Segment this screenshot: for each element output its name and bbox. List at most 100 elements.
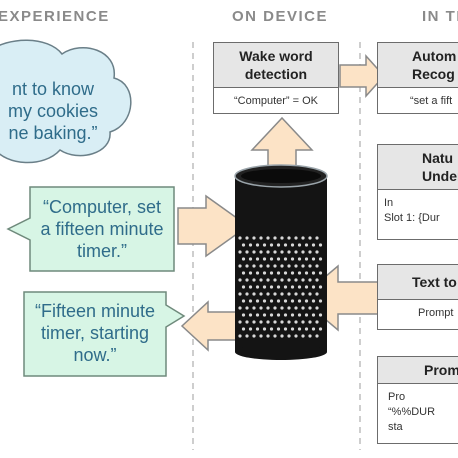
grille-dot bbox=[238, 292, 242, 296]
grille-dot bbox=[304, 271, 309, 275]
grille-dot bbox=[248, 243, 253, 247]
grille-dot bbox=[269, 299, 274, 303]
response-text: “Fifteen minute timer, starting now.” bbox=[24, 300, 166, 366]
grille-dot bbox=[262, 285, 267, 289]
asr-box: Autom Recog “set a fift bbox=[377, 42, 458, 114]
grille-dot bbox=[238, 278, 242, 282]
grille-dot bbox=[262, 257, 267, 261]
grille-dot bbox=[262, 327, 267, 331]
grille-dot bbox=[297, 257, 302, 261]
prompt-body: Pro “%%DUR sta bbox=[388, 391, 436, 433]
nlu-body: In Slot 1: {Dur bbox=[384, 197, 440, 224]
grille-dot bbox=[259, 250, 263, 254]
user-utterance-bubble bbox=[6, 186, 175, 272]
grille-dot bbox=[311, 285, 316, 289]
grille-dot bbox=[273, 320, 277, 324]
grille-dot bbox=[273, 334, 277, 338]
grille-dot bbox=[297, 313, 302, 317]
grille-dot bbox=[308, 334, 312, 338]
grille-dot bbox=[252, 292, 256, 296]
grille-dot bbox=[241, 285, 246, 289]
grille-dot bbox=[287, 250, 291, 254]
grille-dot bbox=[283, 285, 288, 289]
tts-body: Prompt bbox=[418, 307, 454, 319]
grille-dot bbox=[252, 264, 256, 268]
grille-dot bbox=[315, 264, 319, 268]
grille-dot bbox=[294, 292, 298, 296]
grille-dot bbox=[269, 243, 274, 247]
response-line: now.” bbox=[73, 345, 117, 365]
grille-dot bbox=[283, 299, 288, 303]
grille-dot bbox=[241, 271, 246, 275]
arrow-wake-to-asr bbox=[339, 54, 386, 98]
grille-dot bbox=[262, 313, 267, 317]
grille-dot bbox=[287, 236, 291, 240]
grille-dot bbox=[269, 257, 274, 261]
grille-dot bbox=[315, 236, 319, 240]
grille-dot bbox=[245, 292, 249, 296]
grille-dot bbox=[294, 250, 298, 254]
grille-dot bbox=[301, 292, 305, 296]
response-line: “Fifteen minute bbox=[34, 301, 156, 321]
grille-dot bbox=[294, 334, 298, 338]
grille-dot bbox=[280, 250, 284, 254]
grille-dot bbox=[259, 292, 263, 296]
wake-word-box: Wake word detection “Computer” = OK bbox=[213, 42, 339, 114]
grille-dot bbox=[266, 292, 270, 296]
grille-dot bbox=[259, 236, 263, 240]
on-device-header: ON DEVICE bbox=[232, 8, 329, 25]
grille-dot bbox=[273, 250, 277, 254]
grille-dot bbox=[308, 250, 312, 254]
grille-dot bbox=[269, 271, 274, 275]
grille-dot bbox=[311, 243, 316, 247]
nlu-box: Natu Unders In Slot 1: {Dur bbox=[377, 144, 458, 240]
grille-dot bbox=[273, 264, 277, 268]
grille-dot bbox=[259, 278, 263, 282]
grille-dot bbox=[283, 243, 288, 247]
grille-dot bbox=[245, 278, 249, 282]
grille-dot bbox=[259, 306, 263, 310]
grille-dot bbox=[248, 299, 253, 303]
grille-dot bbox=[301, 278, 305, 282]
grille-dot bbox=[294, 278, 298, 282]
grille-dot bbox=[297, 299, 302, 303]
grille-dot bbox=[245, 320, 249, 324]
grille-dot bbox=[308, 236, 312, 240]
grille-dot bbox=[280, 236, 284, 240]
grille-dot bbox=[287, 306, 291, 310]
grille-dot bbox=[255, 257, 260, 261]
grille-dot bbox=[280, 264, 284, 268]
grille-dot bbox=[304, 285, 309, 289]
grille-dot bbox=[297, 327, 302, 331]
grille-dot bbox=[315, 292, 319, 296]
grille-dot bbox=[238, 264, 242, 268]
grille-dot bbox=[273, 292, 277, 296]
grille-dot bbox=[318, 271, 323, 275]
grille-dot bbox=[283, 327, 288, 331]
grille-dot bbox=[276, 299, 281, 303]
grille-dot bbox=[283, 313, 288, 317]
grille-dot bbox=[273, 306, 277, 310]
grille-dot bbox=[245, 264, 249, 268]
tts-title: Text to bbox=[378, 265, 458, 300]
grille-dot bbox=[255, 299, 260, 303]
grille-dot bbox=[273, 278, 277, 282]
grille-dot bbox=[287, 320, 291, 324]
grille-dot bbox=[280, 334, 284, 338]
wake-word-body: “Computer” = OK bbox=[233, 95, 319, 107]
grille-dot bbox=[269, 285, 274, 289]
grille-dot bbox=[280, 292, 284, 296]
in-the-cloud-header: IN TH bbox=[422, 8, 458, 25]
grille-dot bbox=[276, 271, 281, 275]
grille-dot bbox=[301, 306, 305, 310]
grille-dot bbox=[290, 313, 295, 317]
user-utterance-text: “Computer, set a fifteen minute timer.” bbox=[30, 196, 174, 262]
grille-dot bbox=[276, 285, 281, 289]
speaker-grille bbox=[238, 236, 323, 338]
grille-dot bbox=[318, 285, 323, 289]
grille-dot bbox=[308, 292, 312, 296]
nlu-title: Natu Unders bbox=[378, 145, 458, 190]
grille-dot bbox=[318, 299, 323, 303]
grille-dot bbox=[287, 278, 291, 282]
